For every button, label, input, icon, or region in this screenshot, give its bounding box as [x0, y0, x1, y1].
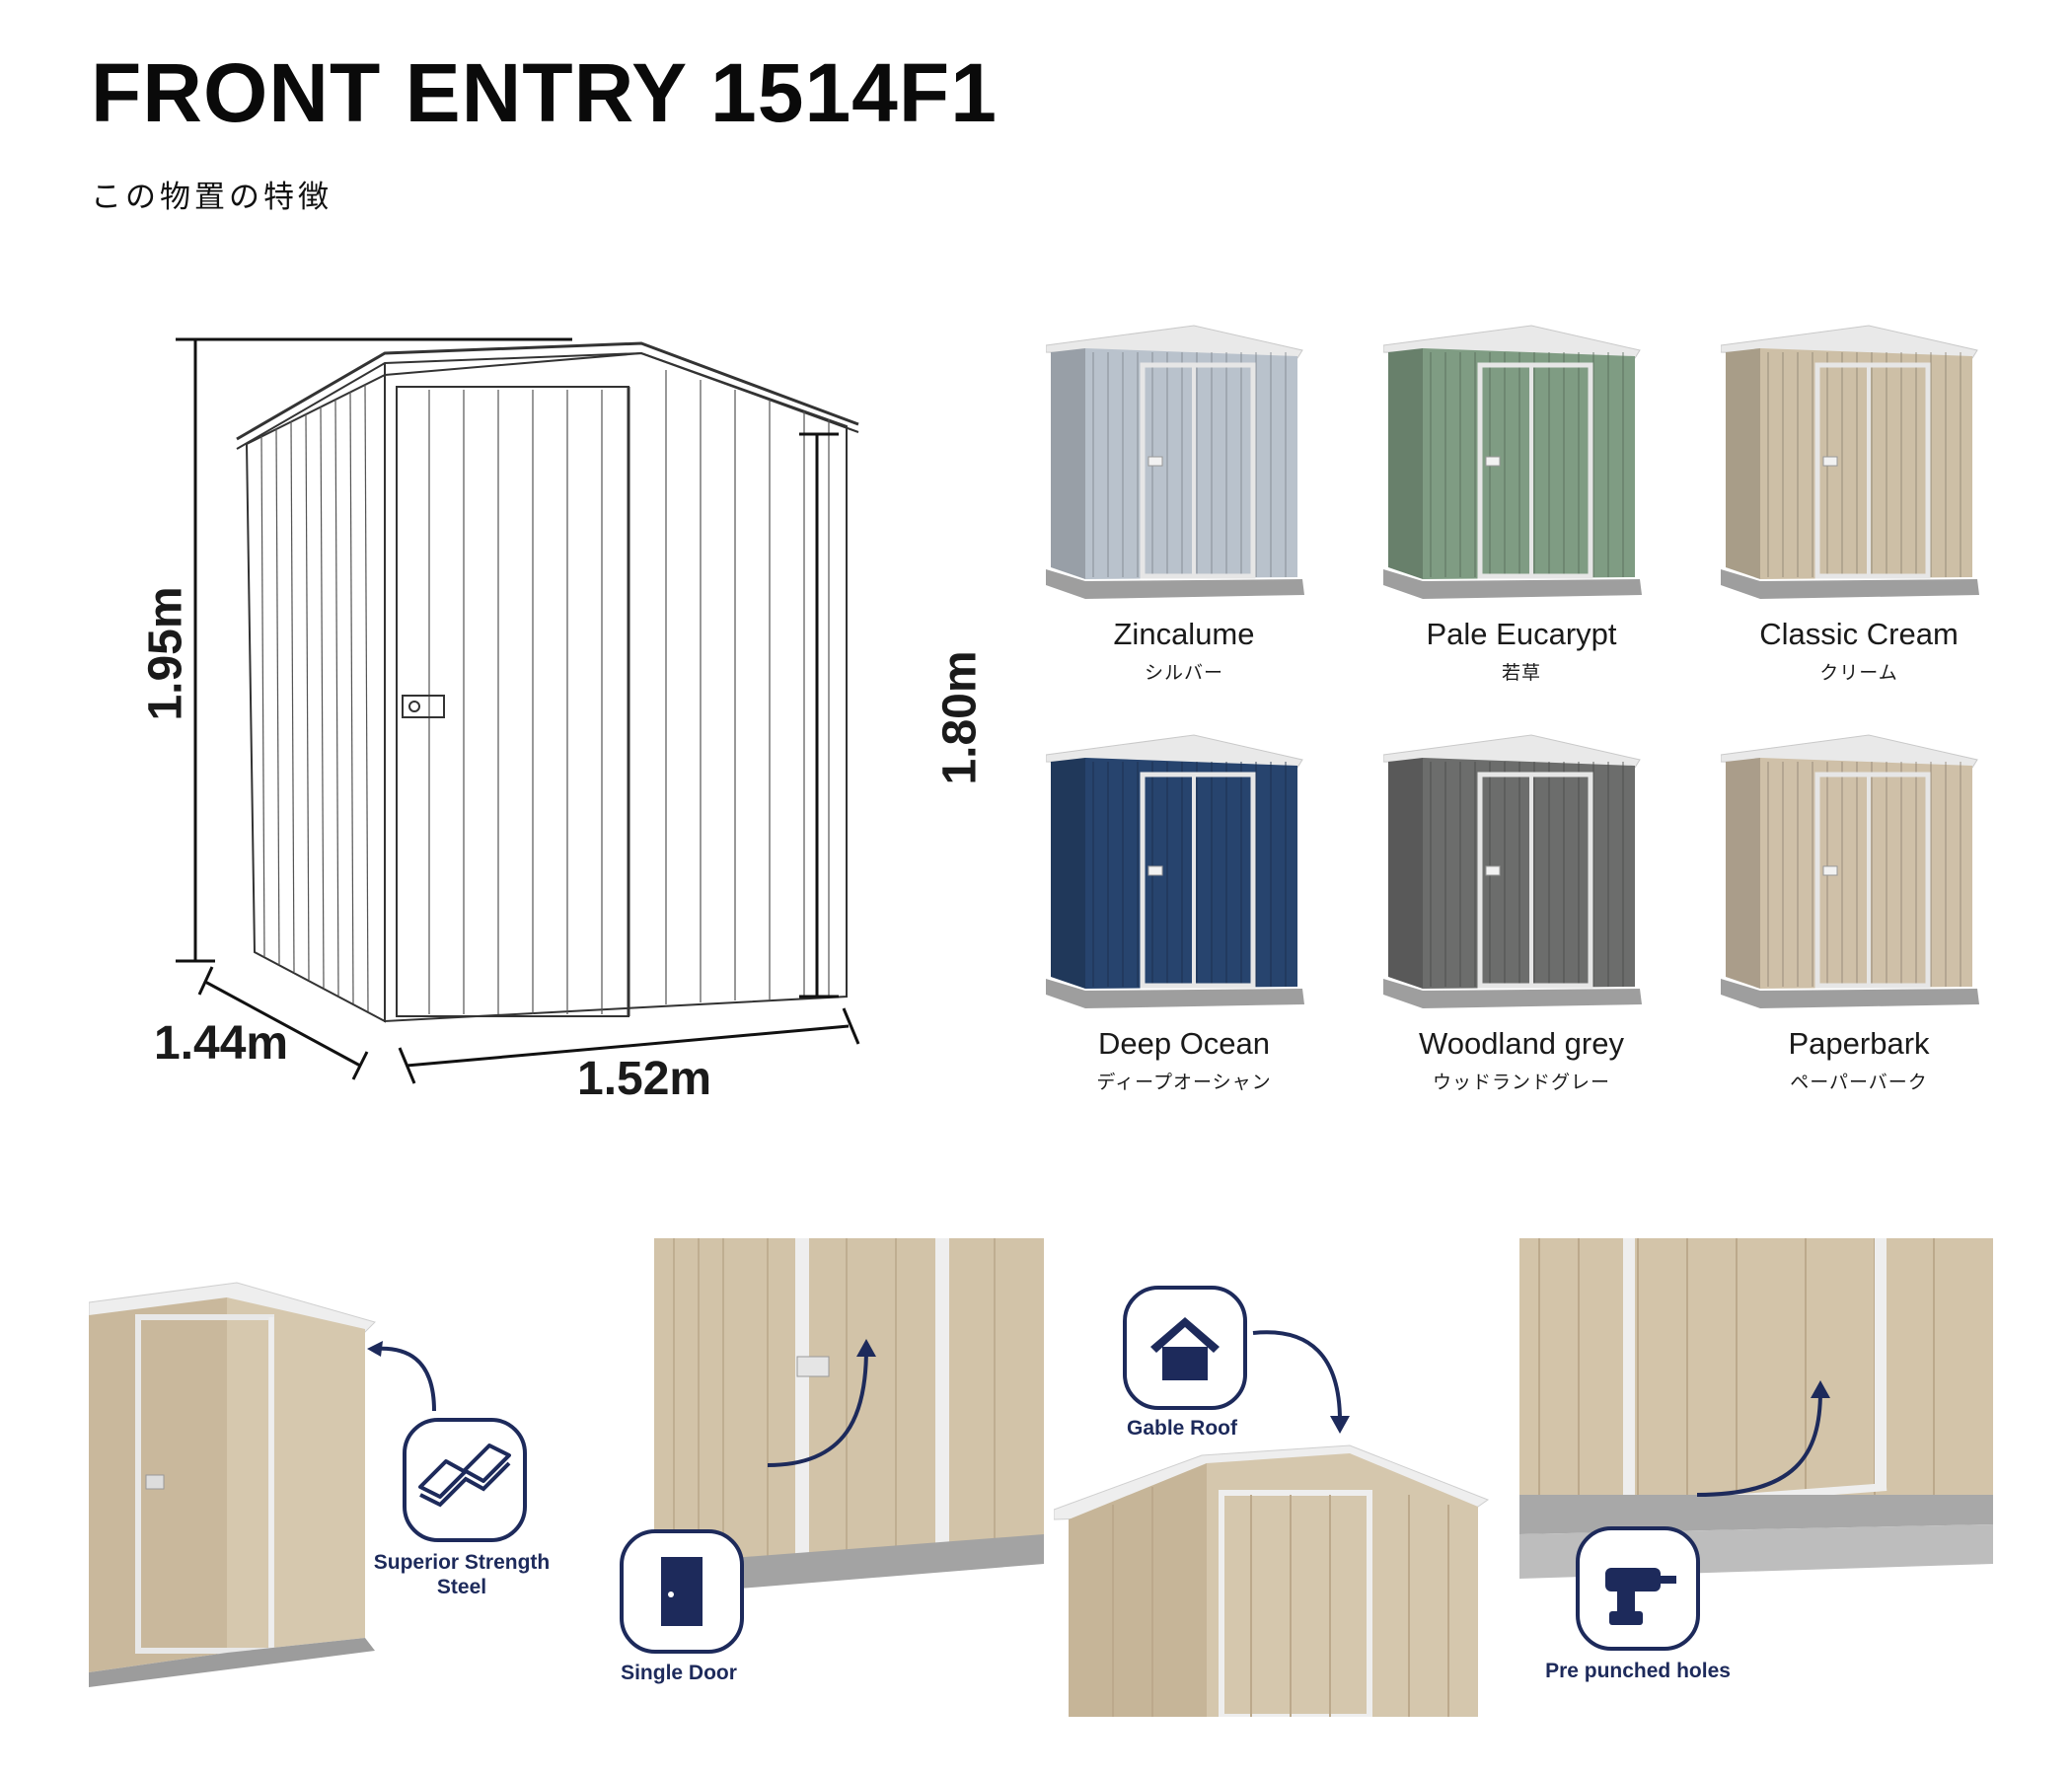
feature-panel-steel: Superior Strength Steel: [89, 1238, 562, 1687]
page-subtitle: この物置の特徴: [91, 180, 333, 215]
feature-panel-roof: Gable Roof: [1054, 1238, 1498, 1717]
color-name-jp: 若草: [1501, 662, 1541, 684]
color-name-jp: クリーム: [1819, 662, 1898, 684]
feature-label: Gable Roof: [1126, 1417, 1237, 1440]
shed-photo-cream: [89, 1282, 376, 1687]
shed-color-swatch: [1721, 325, 1979, 599]
corrugated-steel-icon: [418, 1443, 511, 1508]
feature-panel-holes: Pre punched holes: [1519, 1238, 1993, 1687]
shed-line-drawing: [176, 337, 860, 1084]
arrow-curve: [1697, 1380, 1830, 1497]
door-icon: [661, 1557, 703, 1626]
color-name: Deep Ocean: [1097, 1026, 1271, 1061]
feature-badge: [620, 1529, 744, 1654]
feature-badge: [1576, 1526, 1700, 1651]
color-name-jp: シルバー: [1144, 662, 1223, 684]
width-label: 1.52m: [577, 1053, 712, 1105]
feature-badge: [1123, 1286, 1247, 1410]
color-swatch-card: Deep Ocean ディープオーシャン: [1036, 730, 1332, 1145]
page-title: FRONT ENTRY 1514F1: [91, 46, 998, 139]
color-name-jp: ウッドランドグレー: [1432, 1072, 1610, 1093]
drill-icon: [1605, 1568, 1676, 1625]
feature-label: Pre punched holes: [1545, 1660, 1731, 1682]
shed-color-swatch: [1383, 325, 1642, 599]
color-swatch-card: Paperbark ペーパーバーク: [1711, 730, 2007, 1145]
color-name: Paperbark: [1788, 1026, 1930, 1061]
color-name: Pale Eucarypt: [1426, 617, 1617, 651]
color-swatch-card: Pale Eucarypt 若草: [1373, 321, 1669, 735]
arrow-curve: [768, 1339, 876, 1467]
feature-panel-door: Single Door: [620, 1238, 1044, 1687]
color-name: Woodland grey: [1419, 1026, 1624, 1061]
color-name: Classic Cream: [1759, 617, 1959, 651]
wall-height-label: 1.80m: [933, 650, 987, 785]
color-swatch-card: Woodland grey ウッドランドグレー: [1373, 730, 1669, 1145]
house-icon: [1150, 1317, 1220, 1380]
color-swatch-card: Classic Cream クリーム: [1711, 321, 2007, 735]
color-swatch-card: Zincalume シルバー: [1036, 321, 1332, 735]
shed-color-swatch: [1721, 734, 1979, 1008]
shed-color-swatch: [1046, 325, 1304, 599]
shed-color-swatch: [1383, 734, 1642, 1008]
depth-label: 1.44m: [154, 1017, 289, 1070]
feature-label: Superior Strength Steel: [373, 1551, 551, 1599]
color-name-jp: ペーパーバーク: [1790, 1072, 1928, 1093]
shed-closeup-door: [654, 1238, 1044, 1593]
shed-photo-roof: [1054, 1444, 1490, 1717]
feature-badge: [403, 1418, 527, 1542]
arrow-curve: [1252, 1330, 1350, 1434]
arrow-curve: [367, 1341, 436, 1412]
height-total-label: 1.95m: [139, 586, 192, 721]
color-name-jp: ディープオーシャン: [1096, 1072, 1272, 1093]
shed-color-swatch: [1046, 734, 1304, 1008]
color-name: Zincalume: [1113, 617, 1255, 651]
feature-label: Single Door: [621, 1662, 737, 1684]
